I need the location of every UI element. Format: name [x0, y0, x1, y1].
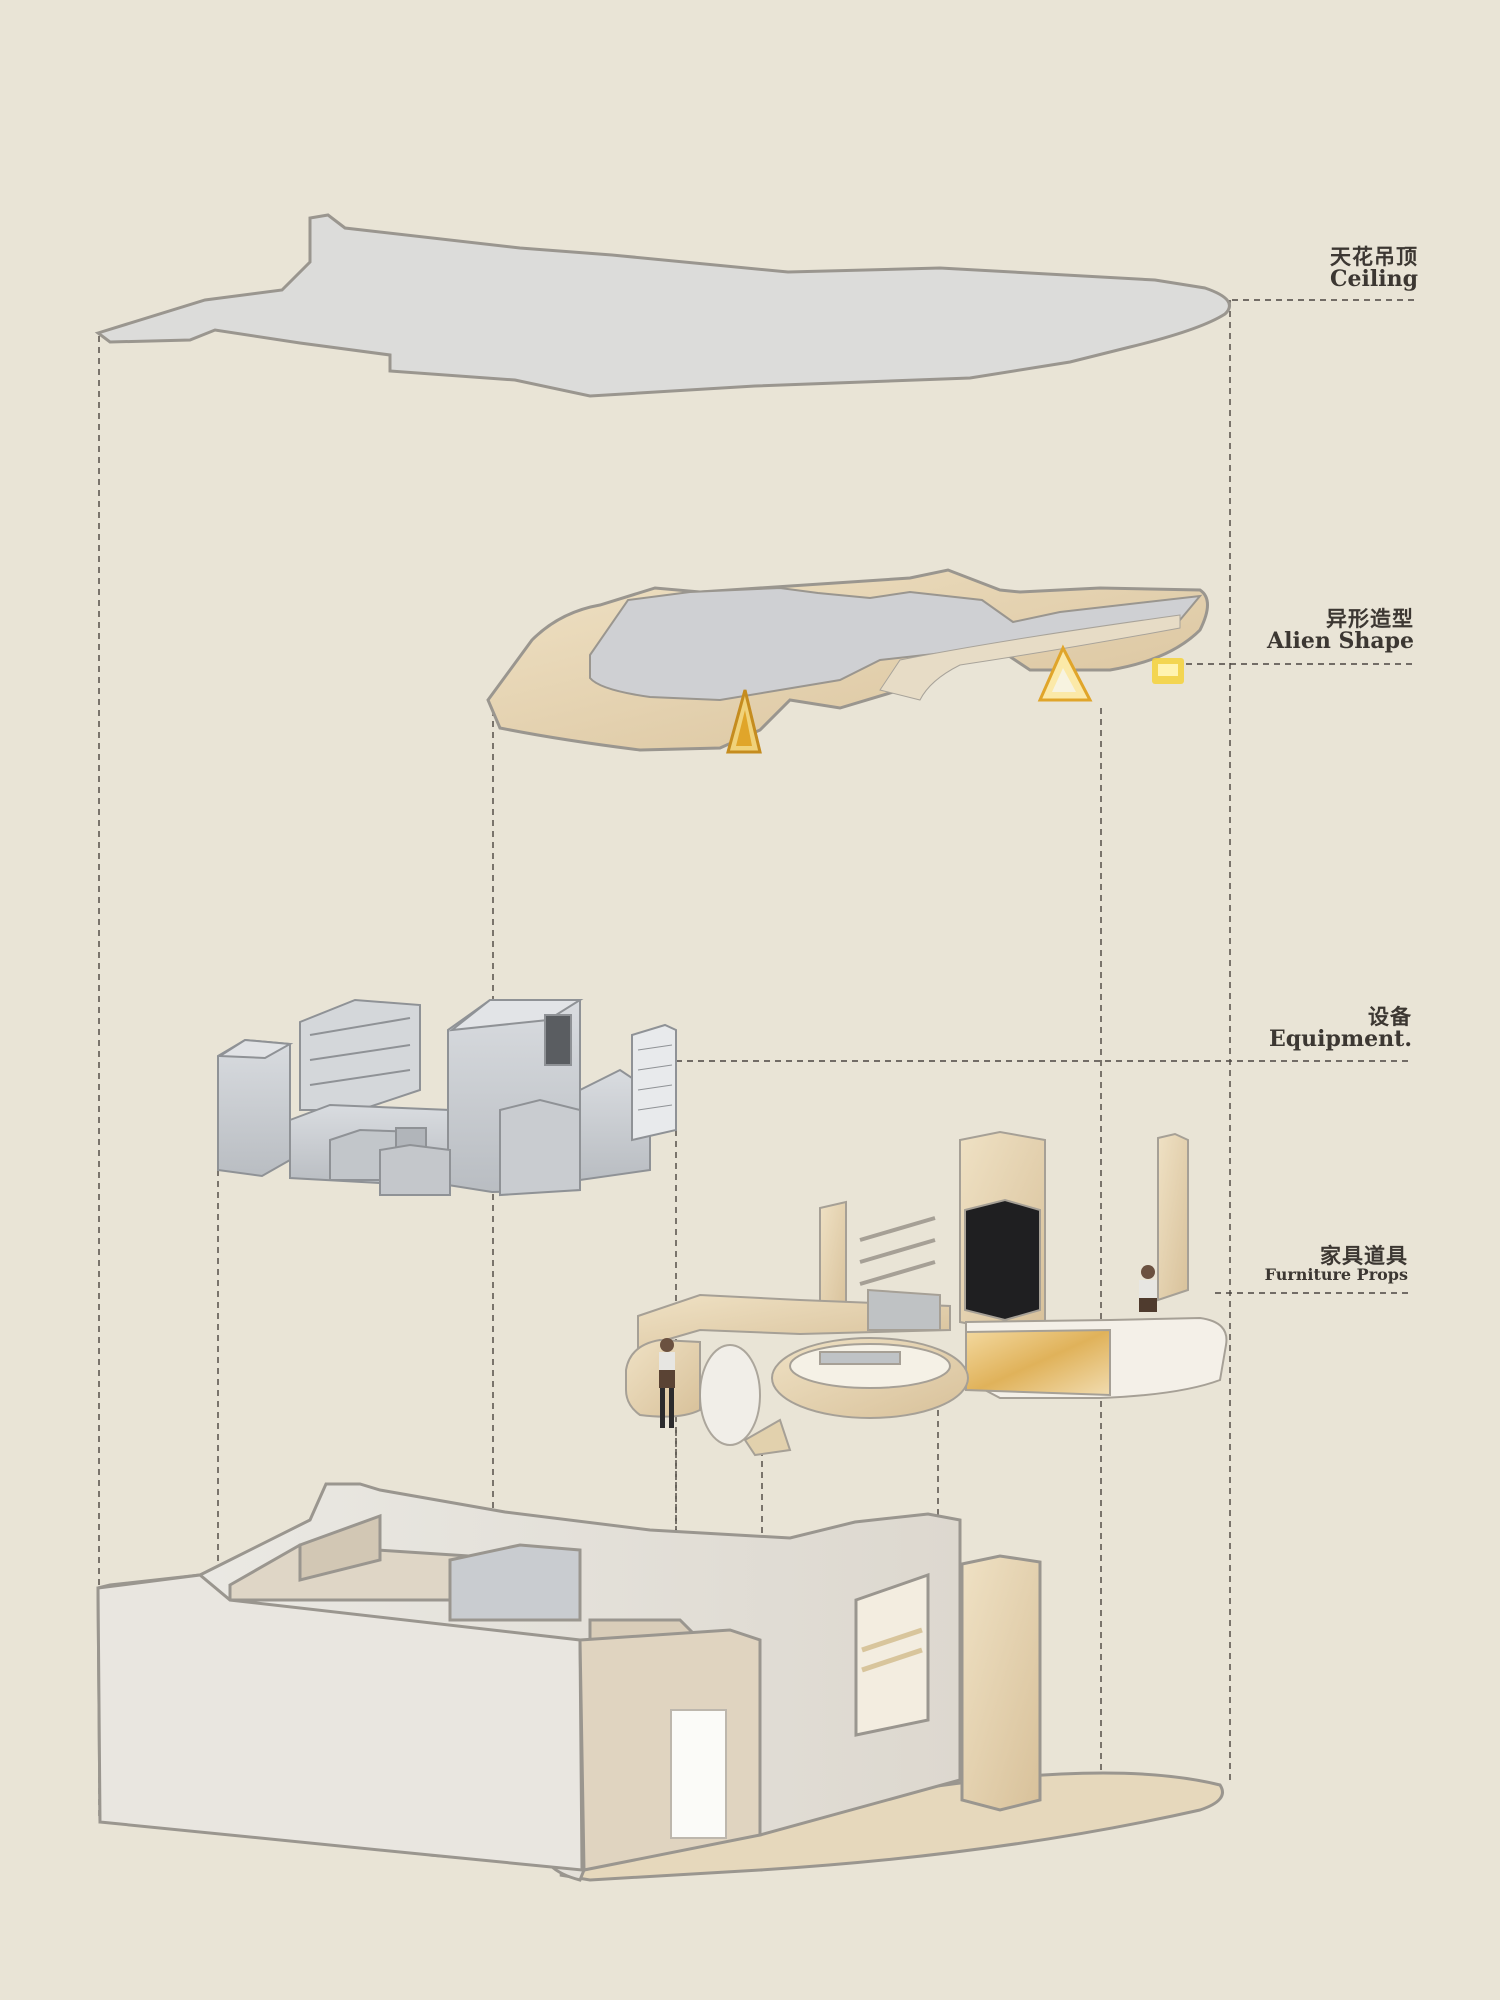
alien-shape-layer: [486, 568, 1209, 754]
label-ceiling-en: Ceiling: [1330, 266, 1418, 293]
floor-plan-layer: [96, 1482, 1224, 1882]
ceiling-layer: [94, 213, 1231, 398]
staff-figure-right: [1139, 1265, 1157, 1312]
label-equipment: 设备 Equipment.: [1269, 1006, 1412, 1051]
label-furniture-props: 家具道具 Furniture Props: [1265, 1245, 1408, 1284]
label-furniture-props-zh: 家具道具: [1320, 1244, 1408, 1268]
label-ceiling-zh: 天花吊顶: [1330, 245, 1418, 269]
triangle-sign-left: [726, 689, 762, 754]
label-alien-shape-en: Alien Shape: [1267, 628, 1414, 655]
triangle-sign-right: [1037, 644, 1093, 702]
furniture-layer: [625, 1130, 1228, 1457]
label-ceiling: 天花吊顶 Ceiling: [1330, 246, 1418, 291]
staff-figure-left: [659, 1338, 675, 1428]
equipment-layer: [216, 998, 677, 1197]
label-alien-shape: 异形造型 Alien Shape: [1267, 608, 1414, 653]
label-equipment-zh: 设备: [1368, 1005, 1412, 1029]
label-alien-shape-zh: 异形造型: [1326, 607, 1414, 631]
glowing-shop-sign: [1152, 658, 1184, 684]
label-equipment-en: Equipment.: [1269, 1026, 1412, 1053]
label-furniture-props-en: Furniture Props: [1264, 1265, 1408, 1285]
